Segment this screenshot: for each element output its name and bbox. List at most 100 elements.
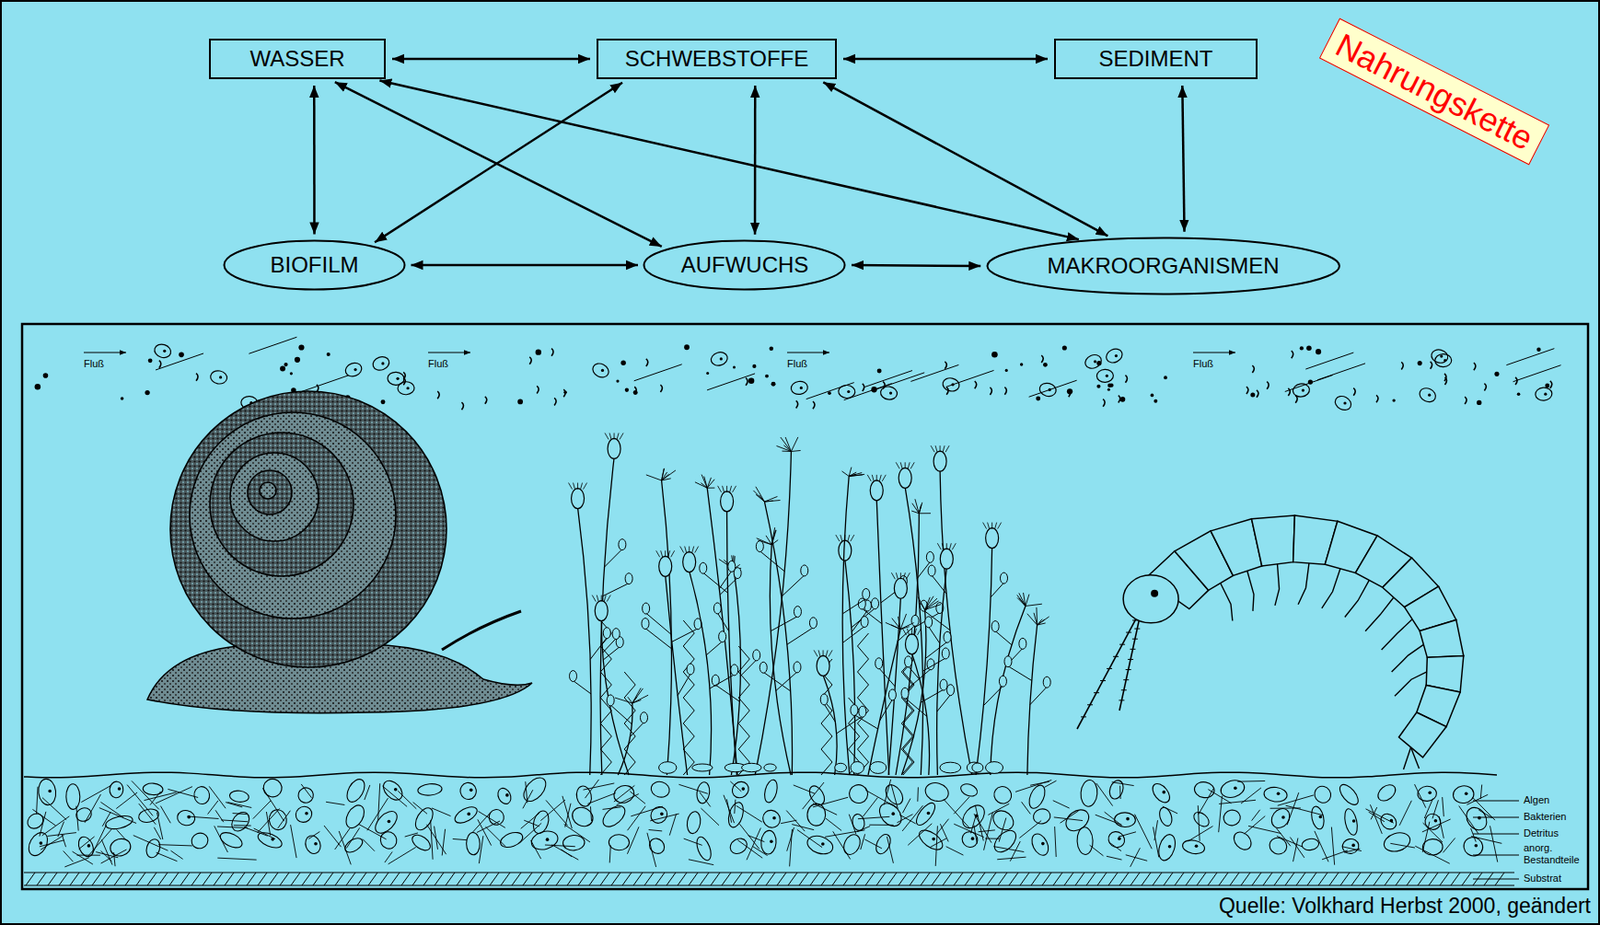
sediment-cell (529, 828, 560, 853)
spine (707, 487, 715, 489)
particle-dot (289, 371, 293, 375)
sediment-cell (1341, 837, 1360, 856)
substrate-hatch (268, 872, 279, 886)
ciliate-bell (683, 552, 696, 573)
sediment-strand (64, 857, 90, 868)
substrate-hatch (335, 872, 345, 886)
sediment-strand (116, 829, 128, 841)
spine (701, 475, 708, 489)
watermark-stamp: Nahrungskette (1319, 18, 1551, 166)
periphyton-branch (854, 715, 879, 730)
substrate-hatch (368, 872, 378, 886)
particle-comma (1004, 387, 1007, 395)
amphipod-leg (1344, 579, 1370, 618)
sediment-strand (864, 839, 882, 849)
substrate-hatch (688, 872, 698, 886)
sediment-granule (821, 842, 825, 847)
particle-comma (1473, 362, 1476, 371)
periphyton-cell (927, 565, 936, 577)
cilium (722, 486, 725, 493)
sediment-strand (1252, 810, 1261, 822)
particle-dot (1107, 388, 1111, 392)
sediment-strand (99, 808, 137, 824)
sediment-strand (477, 819, 492, 846)
sediment-strand (441, 829, 445, 857)
sediment-strand (1218, 796, 1223, 833)
sediment-strand (1154, 820, 1159, 841)
periphyton-branch (602, 647, 620, 661)
periphyton-branch (990, 582, 1004, 598)
sediment-cell (142, 782, 164, 796)
sediment-cell (1079, 779, 1099, 808)
sediment-strand (214, 825, 229, 853)
periphyton-cell (1004, 656, 1012, 668)
particle-dot (1062, 345, 1067, 350)
spine (925, 604, 941, 611)
particle-nucleus (1427, 394, 1431, 397)
cilium (664, 550, 666, 557)
sediment-cell (66, 784, 81, 811)
sediment-strand (939, 823, 949, 842)
sediment-strand (171, 850, 184, 859)
sediment-cell (409, 832, 434, 854)
substrate-hatch (467, 872, 477, 886)
substrate-hatch (290, 872, 301, 886)
leader-line (1472, 879, 1519, 881)
particle-nucleus (219, 375, 222, 379)
sediment-strand (521, 812, 540, 829)
particle-dot (625, 388, 629, 393)
particle-comma (1256, 390, 1259, 398)
sediment-strand (220, 820, 248, 823)
sediment-strand (678, 784, 708, 794)
cilium (680, 546, 685, 554)
spine (1037, 619, 1044, 626)
ellipse-border (644, 241, 846, 290)
particle-dot (178, 352, 185, 359)
sediment-strand (1095, 814, 1123, 825)
sediment-cell (568, 803, 597, 830)
sediment-strand (1109, 842, 1122, 851)
periphyton-branch (904, 697, 928, 717)
sediment-strand (1390, 843, 1415, 848)
sediment-strand (587, 793, 615, 805)
sediment-strand (1490, 825, 1498, 862)
sediment-strand (973, 824, 977, 844)
substrate-hatch (799, 872, 809, 886)
node-label: BIOFILM (269, 253, 359, 278)
particle-dot (1306, 345, 1312, 351)
substrate-hatch (666, 872, 676, 886)
sediment-strand (253, 800, 271, 820)
substrate-hatch (1020, 872, 1030, 886)
sediment-strand (427, 824, 447, 855)
periphyton-stalk (769, 544, 791, 776)
sediment-strand (388, 846, 417, 864)
antenna-joint (1134, 628, 1140, 630)
amphipod-eye (1150, 590, 1159, 598)
particle-dot (381, 399, 386, 405)
antenna-joint (1100, 680, 1106, 682)
ciliate-bell (594, 601, 608, 622)
periphyton-branch (908, 666, 921, 681)
substrate-hatch (1450, 872, 1461, 886)
particle-comma (1291, 350, 1294, 359)
sediment-strand (1289, 837, 1304, 858)
particle-cell (1429, 347, 1450, 365)
cilium (951, 543, 956, 550)
sediment-cell (519, 774, 550, 806)
periphyton-cell (793, 661, 801, 673)
sediment-strand (262, 788, 284, 822)
sediment-strand (869, 824, 893, 826)
cilium (668, 550, 671, 557)
sediment-strand (726, 799, 731, 823)
sediment-cell (1342, 807, 1359, 836)
particle-cell (880, 385, 899, 402)
periphyton-branch (715, 684, 740, 702)
particle-nucleus (353, 368, 357, 372)
substrate-hatch (710, 872, 720, 886)
cilium (991, 522, 993, 530)
particle-comma (1246, 386, 1249, 395)
cilium (718, 486, 722, 493)
sediment-strand (583, 783, 615, 790)
cilium (813, 649, 818, 657)
spine (707, 477, 711, 488)
